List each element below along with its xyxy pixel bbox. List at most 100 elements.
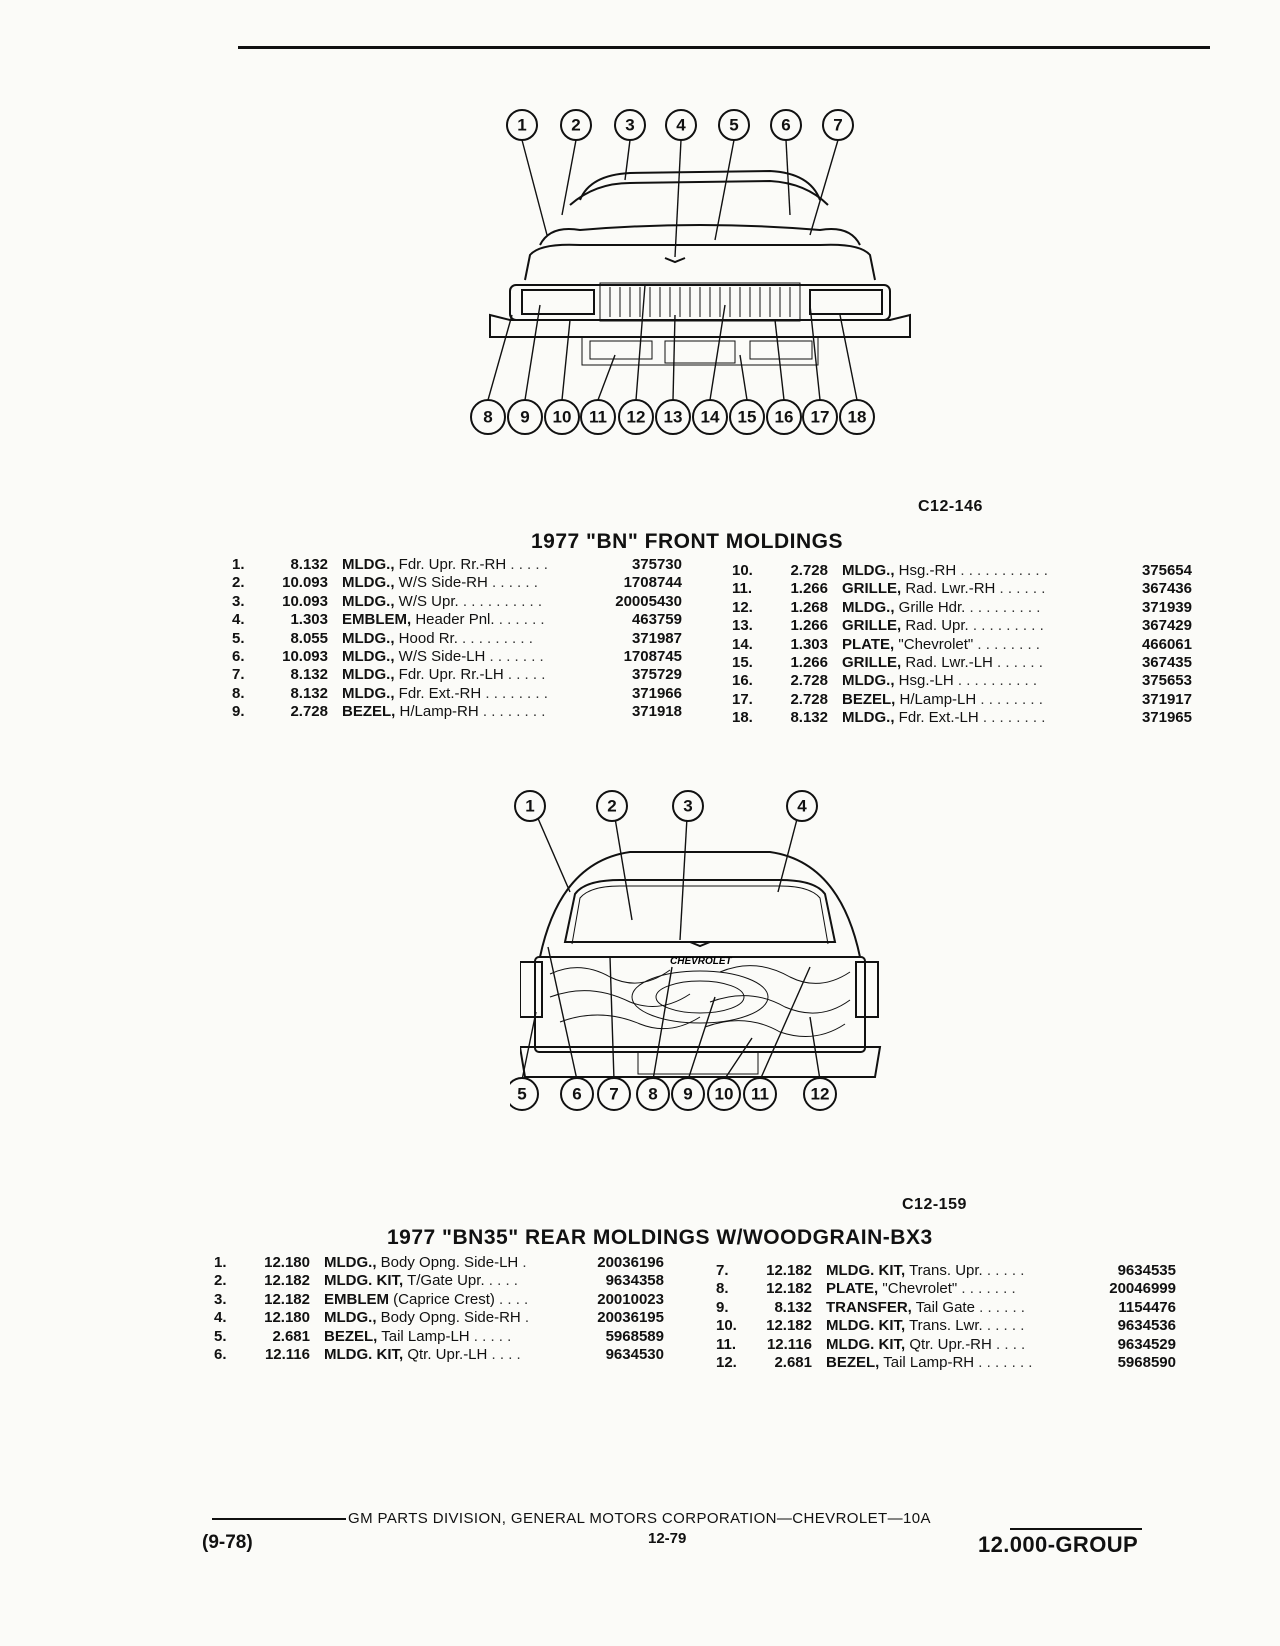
rear-figure-code: C12-159 [902,1196,967,1213]
callout-marker: 1 [506,109,538,141]
callout-marker: 16 [766,399,802,435]
chevrolet-badge-text: CHEVROLET [670,956,733,967]
footer-rule-left [212,1518,346,1520]
footer-rule-right [1010,1528,1142,1530]
svg-text:16: 16 [775,408,794,427]
front-callouts-bottom: 8 9 10 11 12 13 14 15 16 17 18 [470,399,875,435]
front-section-title: 1977 "BN" FRONT MOLDINGS [531,530,843,553]
svg-text:8: 8 [483,408,492,427]
svg-text:7: 7 [833,116,842,135]
svg-text:6: 6 [572,1085,581,1104]
callout-marker: 12 [803,1077,837,1111]
svg-text:6: 6 [781,116,790,135]
front-car-illustration [489,169,911,366]
rear-car-illustration: CHEVROLET [520,851,882,1078]
callout-marker: 6 [770,109,802,141]
callout-marker: 18 [839,399,875,435]
callout-marker: 9 [671,1077,705,1111]
front-leader-lines [487,139,858,401]
callout-marker: 3 [672,790,704,822]
svg-text:12: 12 [627,408,646,427]
svg-text:4: 4 [676,116,686,135]
footer-page-number: 12-79 [648,1530,687,1547]
callout-marker: 4 [786,790,818,822]
callout-marker: 4 [665,109,697,141]
rear-callouts-top: 1 2 3 4 [514,790,818,822]
callout-marker: 8 [470,399,506,435]
svg-text:2: 2 [607,797,616,816]
callout-marker: 13 [655,399,691,435]
svg-text:18: 18 [848,408,867,427]
front-callouts-top: 1 2 3 4 5 6 7 [506,109,854,141]
callout-marker: 2 [596,790,628,822]
footer-publisher: GM PARTS DIVISION, GENERAL MOTORS CORPOR… [348,1510,931,1527]
callout-marker: 10 [707,1077,741,1111]
callout-marker: 7 [822,109,854,141]
callout-marker: 12 [618,399,654,435]
svg-text:5: 5 [517,1085,526,1104]
callout-marker: 11 [580,399,616,435]
rear-callouts: 1 2 3 4 5 6 7 8 9 10 11 12 [510,790,837,1111]
svg-text:17: 17 [811,408,830,427]
svg-text:2: 2 [571,116,580,135]
front-moldings-diagram: 1 2 3 4 5 6 7 8 9 10 11 12 13 14 15 16 1… [470,109,911,435]
svg-text:7: 7 [609,1085,618,1104]
svg-text:1: 1 [525,797,534,816]
rear-callouts-bottom: 5 6 7 8 9 10 11 12 [510,1077,837,1111]
callout-marker: 5 [510,1077,539,1111]
svg-text:12: 12 [811,1085,830,1104]
callout-marker: 14 [692,399,728,435]
svg-text:11: 11 [589,408,607,427]
svg-text:4: 4 [797,797,807,816]
callout-marker: 9 [507,399,543,435]
footer-group: 12.000-GROUP [978,1532,1139,1557]
callout-marker: 10 [544,399,580,435]
svg-text:5: 5 [729,116,738,135]
svg-text:14: 14 [701,408,720,427]
svg-text:15: 15 [738,408,757,427]
svg-text:3: 3 [683,797,692,816]
callout-marker: 5 [718,109,750,141]
svg-text:10: 10 [553,408,572,427]
svg-text:9: 9 [520,408,529,427]
rear-moldings-diagram: CHEVROLET [520,802,882,1081]
callout-marker: 6 [560,1077,594,1111]
top-rule [238,46,1210,49]
callout-marker: 2 [560,109,592,141]
callout-marker: 17 [802,399,838,435]
callout-marker: 3 [614,109,646,141]
callout-marker: 7 [597,1077,631,1111]
svg-text:9: 9 [683,1085,692,1104]
